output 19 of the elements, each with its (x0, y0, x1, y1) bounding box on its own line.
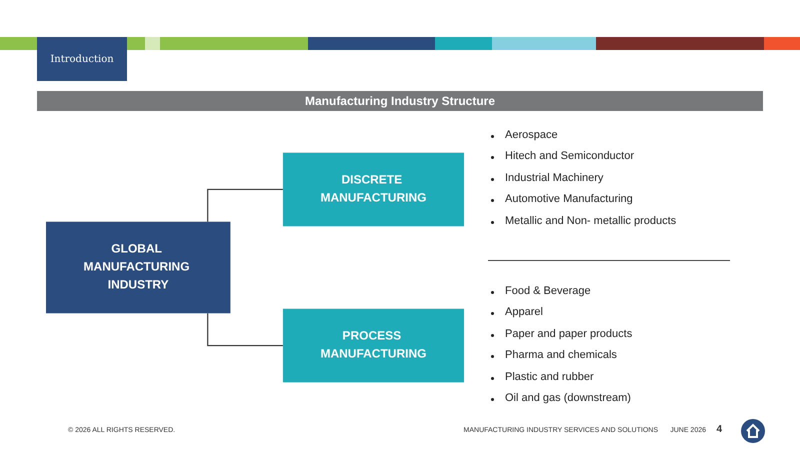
list-item: Food & Beverage (505, 285, 591, 297)
node-box: DISCRETE MANUFACTURING (282, 152, 464, 226)
list-item: Oil and gas (downstream) (505, 392, 631, 404)
title-bar: Manufacturing Industry Structure (37, 91, 763, 111)
page-number: 4 (716, 424, 722, 435)
node-box: GLOBAL MANUFACTURING INDUSTRY (46, 222, 230, 314)
connector (207, 188, 283, 222)
node-box: PROCESS MANUFACTURING (282, 308, 464, 382)
section-tab: Introduction (37, 37, 127, 81)
list-item: Paper and paper products (505, 328, 632, 340)
list-item: Metallic and Non- metallic products (505, 214, 676, 227)
list-item: Pharma and chemicals (505, 349, 617, 362)
list-item: Hitech and Semiconductor (505, 150, 634, 162)
connector (207, 313, 283, 346)
list-item: Aerospace (505, 129, 558, 141)
list-item: Apparel (505, 306, 543, 318)
list-item: Plastic and rubber (505, 370, 594, 383)
list-item: Automotive Manufacturing (505, 193, 633, 206)
list-item: Industrial Machinery (505, 172, 604, 184)
